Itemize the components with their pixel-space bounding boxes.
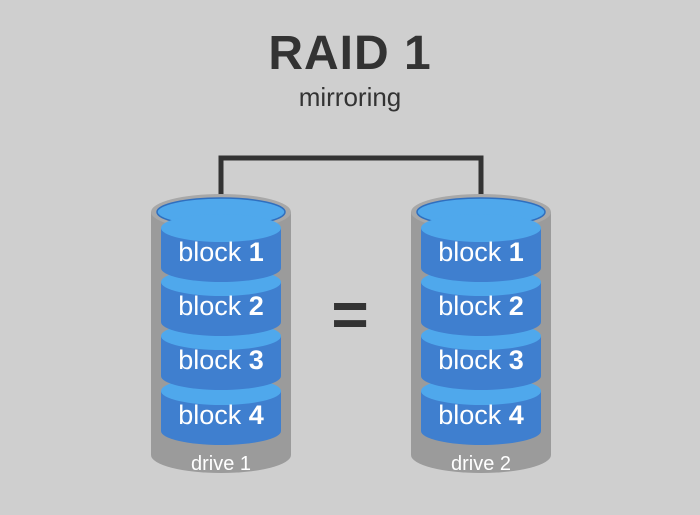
block-label: block 2 (178, 291, 264, 321)
title-group: RAID 1 mirroring (0, 27, 700, 113)
block-word: block (438, 345, 509, 375)
block-number: 4 (249, 400, 264, 430)
block-band-body (421, 336, 541, 390)
block-word: block (178, 291, 249, 321)
block-word: block (178, 237, 249, 267)
block-label: block 3 (438, 345, 524, 375)
block-band-body (161, 282, 281, 336)
block-number: 4 (509, 400, 524, 430)
block-number: 3 (249, 345, 264, 375)
drive-label: drive 2 (451, 453, 511, 475)
drive-label: drive 1 (191, 453, 251, 475)
block-band-body (421, 391, 541, 445)
block-label: block 3 (178, 345, 264, 375)
block-number: 3 (509, 345, 524, 375)
block-label: block 1 (438, 237, 524, 267)
block-band-1: block 1 (161, 214, 281, 282)
block-band-body (421, 282, 541, 336)
mirror-connector-line (218, 155, 484, 212)
block-label: block 2 (438, 291, 524, 321)
diagram-title: RAID 1 (268, 27, 432, 80)
block-number: 2 (249, 291, 264, 321)
block-label: block 4 (438, 400, 524, 430)
block-band-top (161, 214, 281, 242)
block-word: block (438, 237, 509, 267)
block-label: block 4 (178, 400, 264, 430)
block-band-body (421, 228, 541, 282)
block-band-body (161, 228, 281, 282)
block-word: block (438, 291, 509, 321)
diagram-subtitle: mirroring (298, 82, 402, 112)
block-band-body (161, 336, 281, 390)
block-band-body (161, 391, 281, 445)
equals-sign: = (331, 278, 368, 350)
block-number: 2 (509, 291, 524, 321)
block-number: 1 (249, 237, 264, 267)
block-band-1: block 1 (421, 214, 541, 282)
block-word: block (178, 345, 249, 375)
block-word: block (178, 400, 249, 430)
block-number: 1 (509, 237, 524, 267)
block-word: block (438, 400, 509, 430)
block-label: block 1 (178, 237, 264, 267)
block-band-top (421, 214, 541, 242)
